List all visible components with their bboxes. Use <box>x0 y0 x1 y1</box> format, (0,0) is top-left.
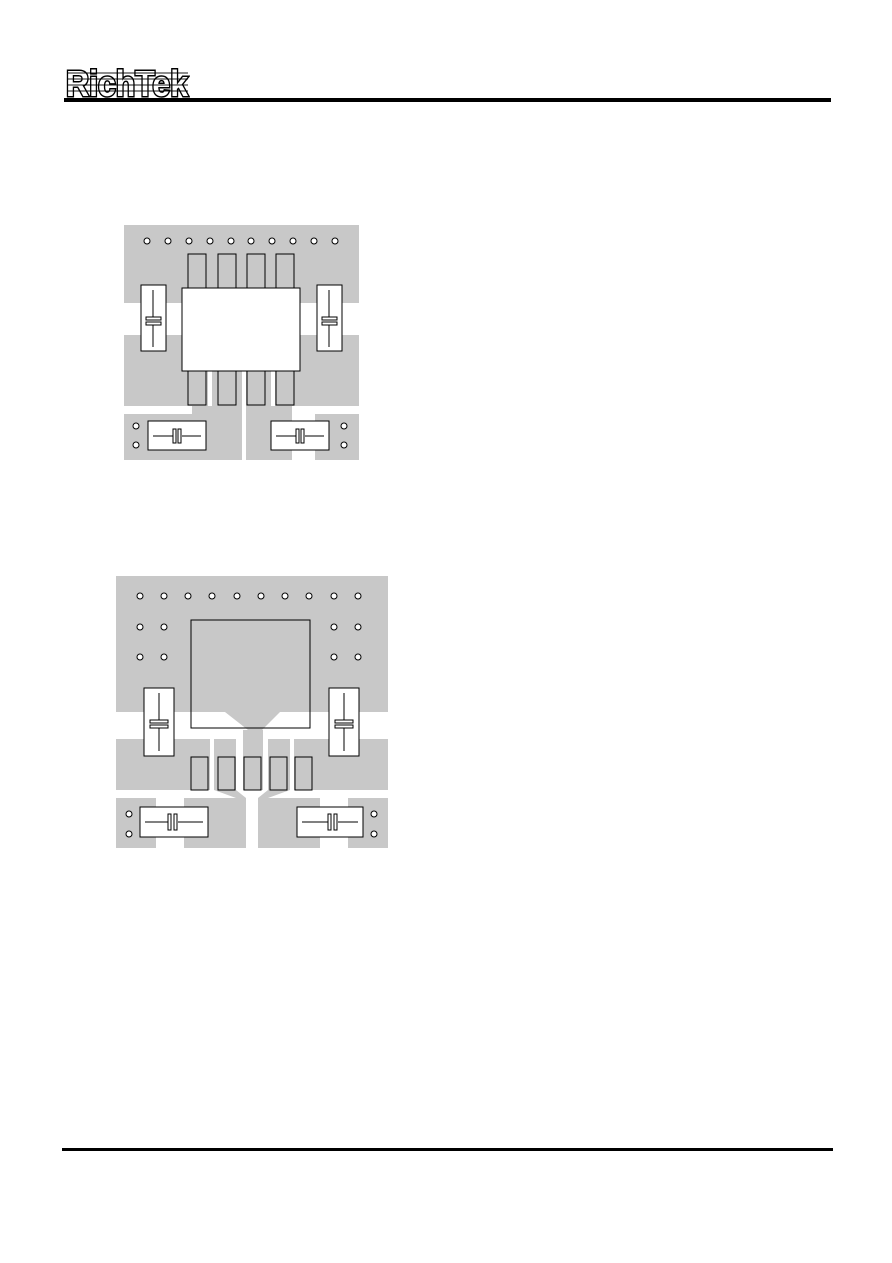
capacitors-2 <box>139 687 364 838</box>
richtek-logo: RichTek <box>66 64 190 100</box>
ic-footprint <box>181 253 301 406</box>
logo-text: RichTek <box>66 64 189 100</box>
header-rule <box>64 98 831 102</box>
ic-footprint-2 <box>190 619 313 791</box>
capacitors <box>140 284 343 451</box>
via-grid-2 <box>125 592 378 838</box>
footer-rule <box>62 1148 833 1151</box>
via-row <box>132 237 348 449</box>
